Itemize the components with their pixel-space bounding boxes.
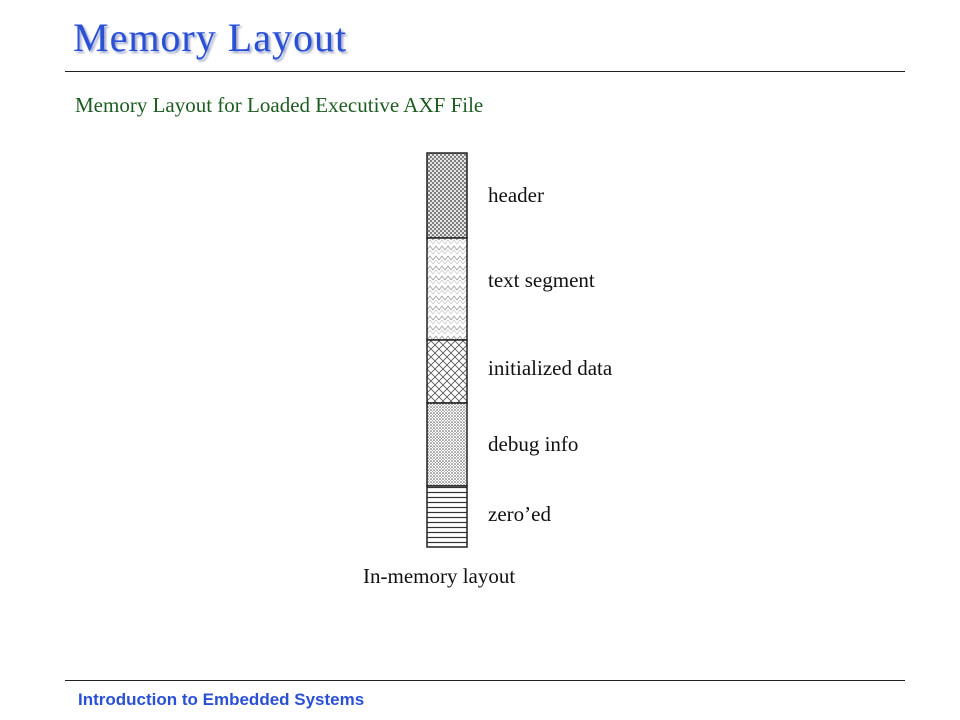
slide-title: Memory Layout [73, 15, 348, 60]
segment-debug-info-label: debug info [488, 432, 578, 456]
segment-initialized-data-block [426, 339, 468, 404]
footer-divider [65, 680, 905, 681]
segment-header-block [426, 152, 468, 239]
footer-text: Introduction to Embedded Systems [78, 690, 365, 709]
segment-text-label: text segment [488, 268, 595, 292]
diagram-caption: In-memory layout [363, 564, 515, 588]
segment-initialized-data-label: initialized data [488, 356, 613, 380]
segment-zeroed-block [426, 485, 468, 548]
segment-debug-info-block [426, 402, 468, 487]
segment-header-label: header [488, 183, 544, 207]
memory-layout-diagram: header text segment initialized data deb… [363, 152, 613, 588]
slide-subtitle: Memory Layout for Loaded Executive AXF F… [75, 93, 484, 117]
segment-text-block [426, 237, 468, 341]
title-divider [65, 71, 905, 72]
segment-zeroed-label: zero’ed [488, 502, 551, 526]
